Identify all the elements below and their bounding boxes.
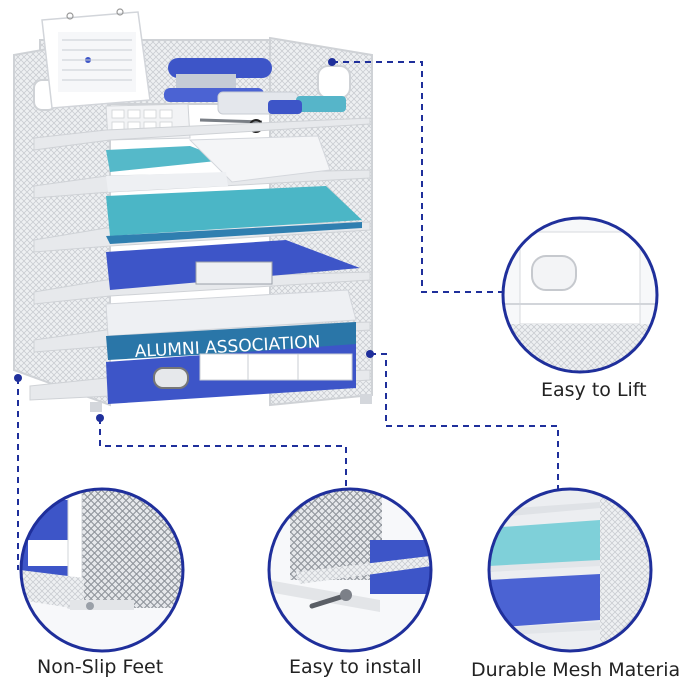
teal-folder-tier1 bbox=[106, 146, 226, 172]
connector-mesh bbox=[370, 353, 559, 490]
foot-pad-icon bbox=[86, 602, 94, 610]
file-organizer-illustration bbox=[13, 8, 373, 412]
clipboard-clip bbox=[195, 261, 273, 285]
foot-left bbox=[90, 402, 102, 412]
feature-label-easy-to-lift: Easy to Lift bbox=[541, 379, 647, 401]
feature-label-non-slip-feet: Non-Slip Feet bbox=[37, 656, 164, 678]
alumni-book-spine bbox=[106, 322, 356, 360]
marker bbox=[268, 100, 302, 114]
white-book-tier4 bbox=[105, 289, 357, 337]
foot-right bbox=[360, 394, 372, 404]
connector-lift bbox=[332, 61, 510, 293]
highlighter bbox=[296, 96, 346, 112]
detail-circle-feet bbox=[19, 487, 185, 653]
feature-label-durable-mesh: Durable Mesh Material bbox=[471, 659, 679, 681]
connector-lines bbox=[17, 61, 559, 570]
detail-circle-install bbox=[267, 487, 433, 653]
teal-folder-tier2 bbox=[106, 186, 362, 236]
connector-install bbox=[99, 418, 347, 488]
white-papers-tier1 bbox=[188, 135, 331, 183]
folder-edge-tier2 bbox=[106, 222, 362, 244]
desk-calendar bbox=[41, 8, 151, 109]
connector-dots bbox=[14, 58, 374, 422]
detail-circle-mesh bbox=[487, 487, 653, 653]
detail-circle-lift bbox=[501, 216, 659, 374]
binder-ring-hole bbox=[153, 367, 189, 389]
right-handle bbox=[317, 65, 351, 99]
screw-icon bbox=[309, 593, 347, 609]
handle-closeup-icon bbox=[531, 255, 577, 291]
paper-stack-tier1 bbox=[106, 172, 228, 192]
binder-label bbox=[199, 353, 353, 381]
feature-label-easy-to-install: Easy to install bbox=[289, 656, 422, 678]
